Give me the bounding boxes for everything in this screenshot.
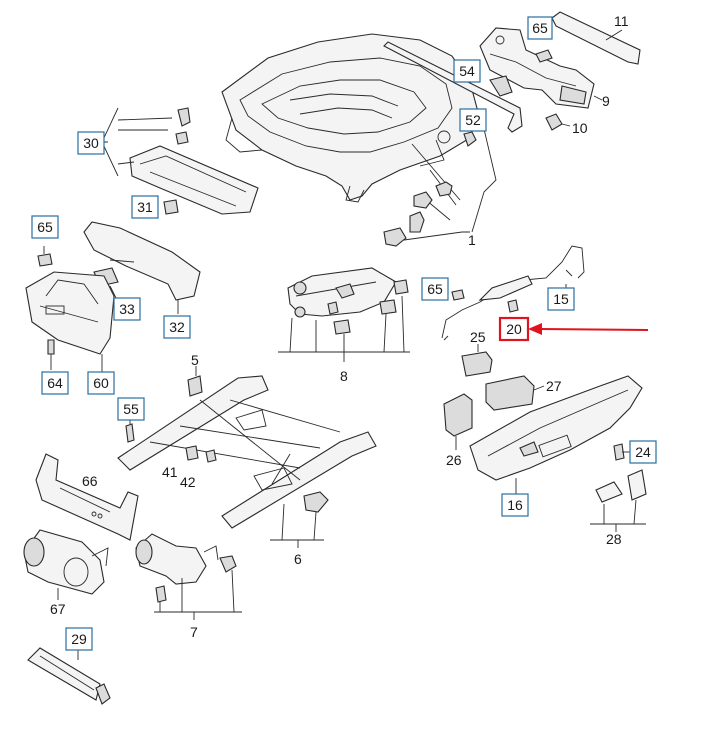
- plug-6-part: [303, 491, 329, 513]
- cap-28a-part: [595, 481, 623, 503]
- callout-64: 64: [41, 371, 69, 395]
- grease-tube-part: [27, 647, 111, 705]
- callout-55: 55: [117, 397, 145, 421]
- side-cover-part: [25, 271, 115, 355]
- clip-65c-part: [451, 289, 465, 301]
- label-42: 42: [180, 474, 196, 490]
- callout-52: 52: [459, 108, 487, 132]
- callout-16: 16: [501, 493, 529, 517]
- callout-33: 33: [113, 297, 141, 321]
- switch-27-part: [485, 375, 535, 411]
- callout-15: 15: [547, 287, 575, 311]
- label-26: 26: [446, 452, 462, 468]
- svg-text:20: 20: [506, 321, 522, 337]
- screw-64-part: [47, 339, 55, 355]
- label-5: 5: [191, 352, 199, 368]
- label-7: 7: [190, 624, 198, 640]
- label-8: 8: [340, 368, 348, 384]
- label-28: 28: [606, 531, 622, 547]
- callout-60: 60: [87, 371, 115, 395]
- bolt-part: [545, 113, 563, 131]
- svg-text:16: 16: [507, 497, 523, 513]
- svg-text:30: 30: [83, 135, 99, 151]
- switch-26-part: [443, 393, 473, 437]
- label-9: 9: [602, 93, 610, 109]
- label-41: 41: [162, 464, 178, 480]
- plug-8a-part: [393, 279, 409, 295]
- cable-part: [441, 245, 585, 339]
- bolt-52-part: [463, 131, 477, 147]
- svg-text:54: 54: [459, 63, 475, 79]
- plug-7-part: [219, 555, 237, 573]
- cap-28b-part: [627, 469, 647, 501]
- clip-5-part: [187, 375, 203, 397]
- bracket-28: [590, 499, 646, 532]
- highlight-arrow: [528, 323, 649, 335]
- screw-24-part: [613, 443, 625, 461]
- plug-8c-part: [333, 319, 351, 335]
- callout-20-highlighted: 20: [498, 316, 530, 342]
- cable-bracket-part: [478, 275, 533, 301]
- bracket-6: [270, 503, 324, 548]
- screw-7-part: [155, 585, 167, 603]
- callout-24: 24: [629, 440, 657, 464]
- bolt-41-part: [185, 445, 199, 461]
- svg-text:65: 65: [37, 219, 53, 235]
- seat-frame-part: [221, 33, 479, 203]
- label-27: 27: [546, 378, 562, 394]
- clip-part: [535, 49, 553, 63]
- rod-part: [383, 41, 523, 133]
- callout-31: 31: [131, 195, 159, 219]
- bolt-42-part: [205, 449, 217, 463]
- bracket-66-part: [35, 453, 139, 541]
- rail-bar-part: [551, 11, 641, 65]
- bracket-8: [278, 295, 410, 362]
- motor-7-part: [135, 533, 219, 585]
- motor-bracket-part: [287, 267, 397, 318]
- svg-text:52: 52: [465, 112, 481, 128]
- label-66: 66: [82, 473, 98, 489]
- label-11: 11: [614, 13, 629, 29]
- side-trim-part: [469, 375, 643, 481]
- label-1: 1: [468, 232, 476, 248]
- mechanism-part: [479, 27, 603, 109]
- label-25: 25: [470, 329, 486, 345]
- svg-text:64: 64: [47, 375, 63, 391]
- screw-55-part: [125, 423, 135, 443]
- label-6: 6: [294, 551, 302, 567]
- svg-text:55: 55: [123, 401, 139, 417]
- label-10: 10: [572, 120, 588, 136]
- svg-text:31: 31: [137, 199, 153, 215]
- svg-text:15: 15: [553, 291, 569, 307]
- callout-54: 54: [453, 59, 481, 83]
- svg-text:32: 32: [169, 319, 185, 335]
- switch-25-part: [461, 351, 493, 377]
- callout-65a: 65: [527, 16, 553, 40]
- plug-8b-part: [379, 299, 397, 315]
- svg-text:65: 65: [427, 281, 443, 297]
- svg-text:60: 60: [93, 375, 109, 391]
- callout-29: 29: [65, 627, 93, 651]
- callout-65b: 65: [31, 215, 59, 239]
- callout-65c: 65: [421, 277, 449, 301]
- callout-30: 30: [77, 131, 105, 155]
- shield-plate-part: [129, 107, 259, 215]
- svg-text:33: 33: [119, 301, 135, 317]
- callout-32: 32: [163, 315, 191, 339]
- plug-parts-1: [383, 181, 453, 247]
- screw-8-part: [327, 301, 339, 315]
- svg-text:29: 29: [71, 631, 87, 647]
- seat-rail-part: [117, 375, 377, 529]
- screw-20-part: [507, 299, 519, 313]
- label-67: 67: [50, 601, 66, 617]
- clip-65-part: [37, 253, 53, 267]
- svg-text:65: 65: [532, 20, 548, 36]
- bracket-7: [154, 569, 242, 620]
- svg-text:24: 24: [635, 444, 651, 460]
- motor-67-part: [23, 529, 109, 595]
